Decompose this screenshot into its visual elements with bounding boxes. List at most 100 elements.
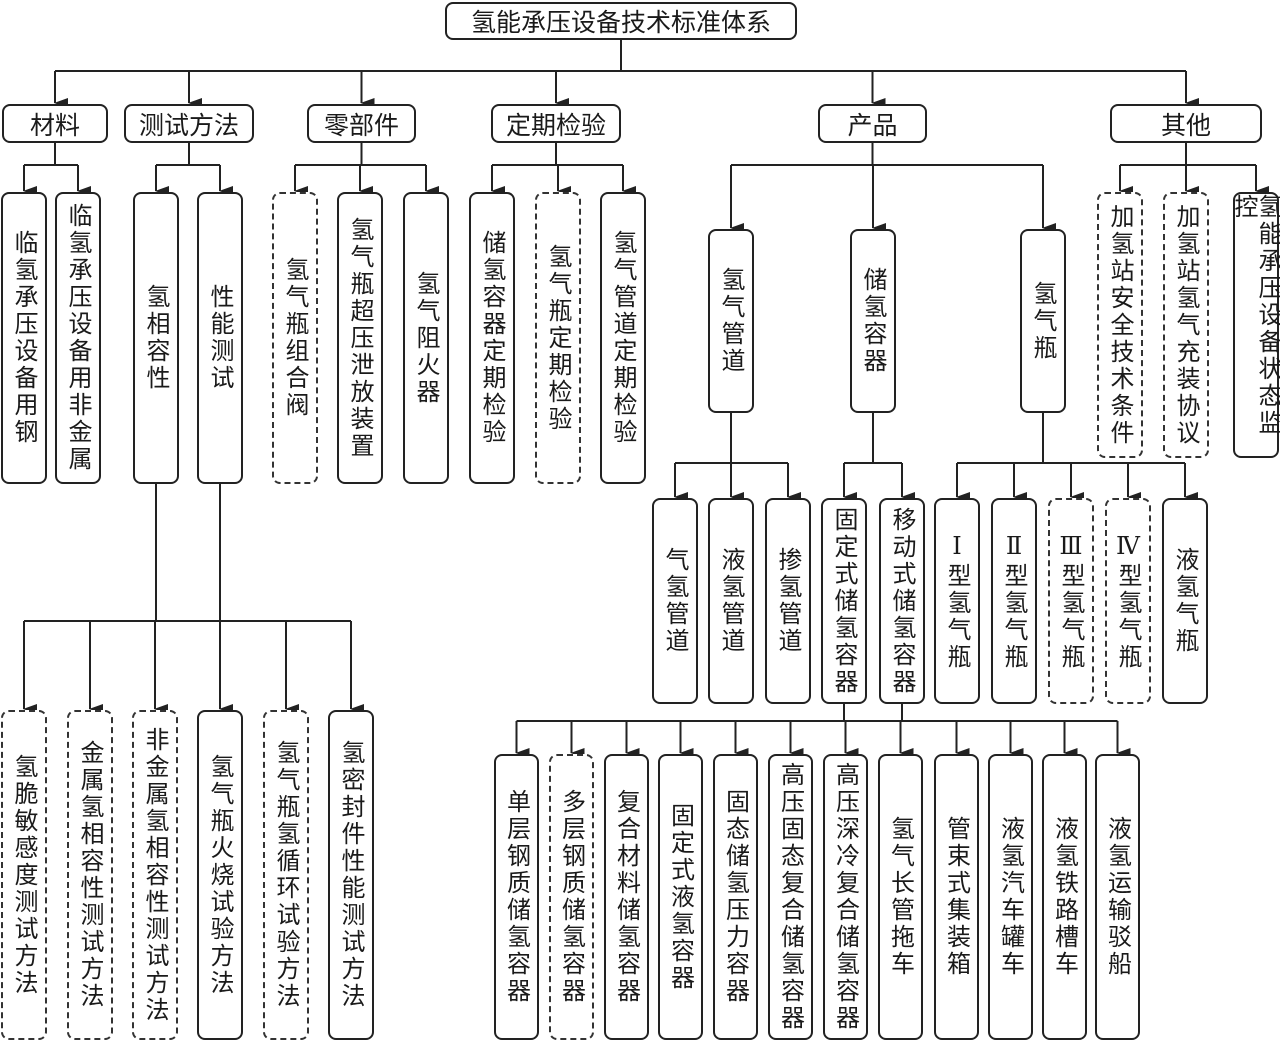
node-pl2: 液氢管道 [708,498,754,704]
node-p2: 氢气瓶超压泄放装置 [337,192,383,484]
node-tm6: 氢密封件性能测试方法 [328,710,374,1040]
node-label: 液氢气瓶 [1171,547,1199,655]
node-label: 金属氢相容性测试方法 [76,740,104,1010]
node-i3: 氢气管道定期检验 [600,192,646,484]
node-label: 氢能承压设备技术标准体系 [470,8,771,37]
node-p1: 氢气瓶组合阀 [272,192,318,484]
node-tm3: 非金属氢相容性测试方法 [132,710,178,1040]
node-label: 氢相容性 [142,284,170,392]
node-fx6: 高压固态复合储氢容器 [768,754,813,1040]
node-m2: 临氢承压设备用非金属 [55,192,101,484]
node-label: 临氢承压设备用非金属 [64,203,92,473]
node-label: 氢气瓶火烧试验方法 [206,753,234,997]
node-sc1: 固定式储氢容器 [821,498,867,704]
node-label: 高压固态复合储氢容器 [776,762,805,1032]
node-fx7: 高压深冷复合储氢容器 [823,754,868,1040]
node-pl1: 气氢管道 [652,498,698,704]
node-cat-other: 其他 [1110,104,1262,143]
node-fx4: 固定式液氢容器 [658,754,703,1040]
node-tm1: 氢脆敏感度测试方法 [1,710,47,1040]
node-label: 液氢汽车罐车 [996,816,1025,978]
node-o2: 加氢站氢气充装协议 [1163,192,1209,458]
node-mv2: 管束式集装箱 [934,754,979,1040]
node-label: 气氢管道 [661,547,689,655]
node-label: 液氢铁路槽车 [1050,816,1079,978]
node-pl3: 掺氢管道 [765,498,811,704]
node-mv4: 液氢铁路槽车 [1042,754,1087,1040]
node-label: 非金属氢相容性测试方法 [141,726,169,1024]
node-label: 单层钢质储氢容器 [502,789,531,1005]
node-cat-product: 产品 [818,104,927,143]
node-label: 氢气长管拖车 [886,816,915,978]
node-label: 固定式储氢容器 [830,506,858,696]
node-label: 测试方法 [138,110,239,140]
node-label: 固态储氢压力容器 [721,789,750,1005]
node-label: 固定式液氢容器 [666,802,695,992]
node-label: 氢气管道定期检验 [609,230,637,446]
node-pr1: 氢气管道 [708,229,754,413]
node-o1: 加氢站安全技术条件 [1097,192,1143,458]
node-tm5: 氢气瓶氢循环试验方法 [263,710,309,1040]
node-label: 零部件 [323,110,399,140]
node-label: 掺氢管道 [774,547,802,655]
node-label: 高压深冷复合储氢容器 [831,762,860,1032]
node-label: 多层钢质储氢容器 [557,789,586,1005]
node-o3: 氢能承压设备状态监控 [1230,192,1280,458]
node-label: 储氢容器 [859,267,887,375]
node-cy3: Ⅲ型氢气瓶 [1048,498,1094,704]
node-label: 氢气瓶 [1029,280,1057,362]
node-t1: 氢相容性 [133,192,179,484]
node-t2: 性能测试 [197,192,243,484]
node-tm2: 金属氢相容性测试方法 [67,710,113,1040]
node-label: Ⅰ型氢气瓶 [943,531,971,671]
node-label: 液氢管道 [717,547,745,655]
node-pr2: 储氢容器 [850,229,896,413]
node-label: 管束式集装箱 [942,816,971,978]
node-label: 氢气瓶氢循环试验方法 [272,740,300,1010]
node-p3: 氢气阻火器 [403,192,449,484]
node-mv1: 氢气长管拖车 [878,754,923,1040]
node-sc2: 移动式储氢容器 [879,498,925,704]
node-label: 复合材料储氢容器 [612,789,641,1005]
node-label: Ⅳ型氢气瓶 [1114,531,1142,671]
node-i2: 氢气瓶定期检验 [535,192,581,484]
node-cy4: Ⅳ型氢气瓶 [1105,498,1151,704]
node-fx1: 单层钢质储氢容器 [494,754,539,1040]
node-cat-inspect: 定期检验 [491,104,621,143]
node-label: 氢气瓶组合阀 [281,257,309,419]
node-root: 氢能承压设备技术标准体系 [445,2,797,40]
node-label: 氢气阻火器 [412,270,440,406]
node-fx2: 多层钢质储氢容器 [549,754,594,1040]
node-tm4: 氢气瓶火烧试验方法 [197,710,243,1040]
node-cat-parts: 零部件 [307,104,416,143]
node-label: 氢密封件性能测试方法 [337,740,365,1010]
node-m1: 临氢承压设备用钢 [1,192,47,484]
node-label: 其他 [1160,110,1211,140]
node-fx3: 复合材料储氢容器 [604,754,649,1040]
node-label: Ⅲ型氢气瓶 [1057,531,1085,671]
node-cy1: Ⅰ型氢气瓶 [934,498,980,704]
node-label: 氢气瓶定期检验 [544,243,572,433]
node-label: 液氢运输驳船 [1103,816,1132,978]
node-label: 氢能承压设备状态监控 [1230,194,1280,437]
node-label: Ⅱ型氢气瓶 [1000,531,1028,671]
node-label: 性能测试 [206,284,234,392]
node-label: 氢气管道 [717,267,745,375]
node-label: 材料 [29,110,80,140]
node-label: 产品 [847,110,898,140]
node-pr3: 氢气瓶 [1020,229,1066,413]
node-label: 氢气瓶超压泄放装置 [346,216,374,460]
node-i1: 储氢容器定期检验 [469,192,515,484]
node-label: 临氢承压设备用钢 [10,230,38,446]
node-fx5: 固态储氢压力容器 [713,754,758,1040]
node-cat-material: 材料 [2,104,108,143]
node-cy2: Ⅱ型氢气瓶 [991,498,1037,704]
node-mv5: 液氢运输驳船 [1095,754,1140,1040]
node-label: 氢脆敏感度测试方法 [10,753,38,997]
node-label: 加氢站安全技术条件 [1106,203,1134,447]
node-mv3: 液氢汽车罐车 [988,754,1033,1040]
node-label: 加氢站氢气充装协议 [1172,203,1200,447]
node-cy5: 液氢气瓶 [1162,498,1208,704]
node-label: 定期检验 [505,110,606,140]
